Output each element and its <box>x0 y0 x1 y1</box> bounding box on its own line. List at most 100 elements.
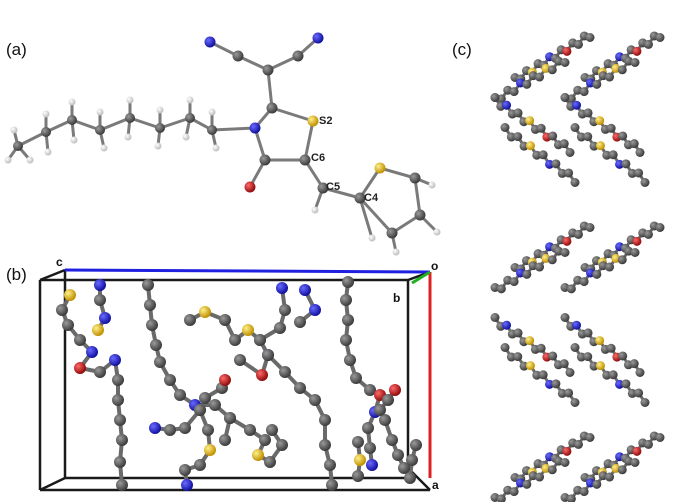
carbon-atom <box>592 79 602 89</box>
carbon-atom <box>565 148 575 157</box>
axis-b-line <box>411 270 431 285</box>
bond <box>266 68 274 110</box>
carbon-atom <box>294 382 306 394</box>
nitrogen-atom <box>181 479 193 491</box>
carbon-atom <box>409 172 421 184</box>
carbon-atom <box>559 139 569 149</box>
carbon-atom <box>56 304 68 316</box>
carbon-atom <box>617 465 627 475</box>
carbon-atom <box>583 132 593 142</box>
carbon-atom <box>324 459 336 471</box>
carbon-atom <box>635 368 645 377</box>
hydrogen-atom <box>10 126 18 134</box>
bond <box>236 54 270 72</box>
hydrogen-atom <box>208 108 216 116</box>
carbon-atom <box>608 370 618 380</box>
carbon-atom <box>618 351 628 361</box>
carbon-atom <box>342 314 354 326</box>
carbon-atom <box>340 334 352 346</box>
carbon-atom <box>266 424 278 436</box>
carbon-atom <box>634 388 644 398</box>
hydrogen-atom <box>124 133 132 141</box>
carbon-atom <box>605 472 615 482</box>
carbon-atom <box>319 414 331 426</box>
carbon-atom <box>326 479 338 491</box>
carbon-atom <box>560 58 570 67</box>
hydrogen-atom <box>154 142 162 150</box>
carbon-atom <box>536 123 546 133</box>
carbon-atom <box>185 113 195 123</box>
carbon-atom <box>194 459 206 471</box>
carbon-atom <box>559 359 569 369</box>
carbon-atom <box>174 389 186 401</box>
carbon-atom <box>319 439 331 451</box>
carbon-atom <box>184 314 196 326</box>
panel-a-label: (a) <box>6 40 27 59</box>
hydrogen-atom <box>368 234 376 242</box>
carbon-atom <box>551 379 561 389</box>
carbon-atom <box>67 115 77 125</box>
carbon-atom <box>490 313 500 322</box>
carbon-atom <box>262 64 274 76</box>
carbon-atom <box>635 148 645 157</box>
hydrogen-atom <box>70 136 78 144</box>
carbon-atom <box>362 422 374 434</box>
carbon-atom <box>630 458 640 467</box>
carbon-atom <box>621 379 631 389</box>
carbon-atom <box>244 424 256 436</box>
carbon-atom <box>643 439 653 449</box>
carbon-atom <box>266 102 278 114</box>
carbon-atom <box>279 304 291 316</box>
carbon-atom <box>629 359 639 369</box>
sulfur-atom <box>92 324 104 336</box>
hydrogen-atom <box>4 156 12 164</box>
carbon-atom <box>605 262 615 272</box>
carbon-atom <box>292 50 304 62</box>
sulfur-atom <box>64 289 76 301</box>
panel-b-label: (b) <box>6 265 27 284</box>
carbon-atom <box>209 399 221 411</box>
nitrogen-atom <box>312 32 324 44</box>
carbon-atom <box>276 439 288 451</box>
carbon-atom <box>340 294 352 306</box>
nitrogen-atom <box>149 422 161 434</box>
hydrogen-atom <box>96 108 104 116</box>
oxygen-atom <box>632 236 642 246</box>
carbon-atom <box>570 178 580 187</box>
carbon-atom <box>617 255 627 265</box>
carbon-atom <box>74 334 86 346</box>
carbon-atom <box>570 398 580 407</box>
atom-label-c4: C4 <box>364 192 379 204</box>
carbon-atom <box>342 276 354 288</box>
bond <box>266 54 300 72</box>
carbon-atom <box>643 39 653 49</box>
carbon-atom <box>629 139 639 149</box>
carbon-atom <box>655 223 665 232</box>
carbon-atom <box>538 150 548 160</box>
carbon-atom <box>94 294 106 306</box>
carbon-atom <box>219 434 231 446</box>
carbon-atom <box>640 178 650 187</box>
atom-label-s2: S2 <box>319 115 332 127</box>
carbon-atom <box>262 349 274 361</box>
carbon-atom <box>62 319 74 331</box>
carbon-atom <box>509 487 519 497</box>
bond <box>16 130 48 148</box>
hydrogen-atom <box>311 206 319 214</box>
sulfur-atom <box>374 162 386 174</box>
carbon-atom <box>579 487 589 497</box>
sulfur-atom <box>204 444 216 456</box>
atom-label-c6: C6 <box>311 152 325 164</box>
carbon-atom <box>500 123 510 132</box>
carbon-atom <box>536 343 546 353</box>
carbon-atom <box>144 299 156 311</box>
carbon-atom <box>509 277 519 287</box>
sulfur-atom <box>595 361 605 371</box>
bond <box>158 116 192 130</box>
carbon-atom <box>643 229 653 239</box>
oxygen-atom <box>256 369 268 381</box>
carbon-atom <box>509 87 519 97</box>
carbon-atom <box>259 154 271 166</box>
sulfur-atom <box>307 115 319 127</box>
nitrogen-atom <box>572 320 582 330</box>
